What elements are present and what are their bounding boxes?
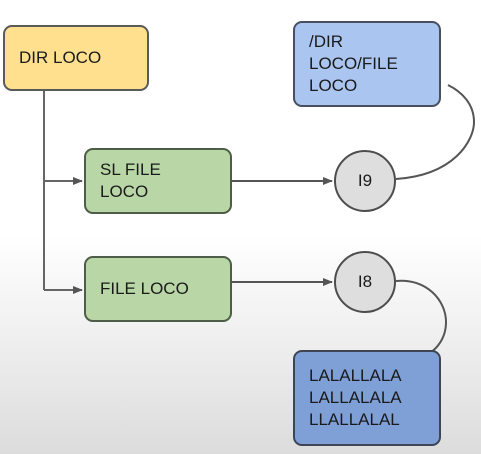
curve-i9-to-path [395,84,476,180]
data-line-1: LALALLALA [309,366,402,385]
path-line-1: /DIR [309,32,343,51]
path-line-2: LOCO/FILE [309,54,398,73]
path-node: /DIR LOCO/FILE LOCO [293,21,441,107]
inode-i8: I8 [334,251,396,313]
inode-i9-label: I9 [357,171,373,190]
file-loco-node: FILE LOCO [84,256,232,322]
dir-loco-node: DIR LOCO [3,25,149,91]
dir-loco-label: DIR LOCO [19,48,102,67]
path-line-3: LOCO [309,76,358,95]
data-line-2: LALLALALA [309,388,402,407]
symlink-line-1: SL FILE [100,160,161,179]
data-line-3: LLALLALAL [309,410,400,429]
inode-i8-label: I8 [357,272,373,291]
curve-i8-to-data [395,279,448,357]
symlink-line-2: LOCO [100,182,149,201]
symlink-node: SL FILE LOCO [84,148,232,214]
file-loco-label: FILE LOCO [100,279,189,298]
inode-i9: I9 [334,150,396,212]
file-data-node: LALALLALA LALLALALA LLALLALAL [293,350,441,446]
